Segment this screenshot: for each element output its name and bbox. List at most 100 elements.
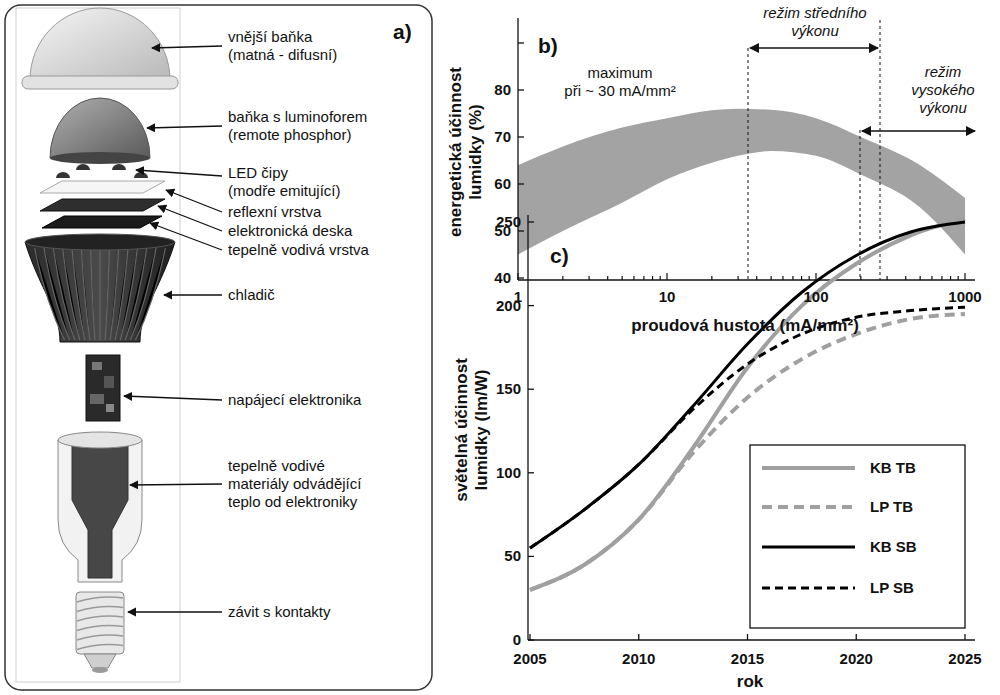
circuit-board xyxy=(40,199,165,211)
leader-arrows xyxy=(124,46,222,612)
annotation: režim vysokého výkonu xyxy=(911,63,974,117)
range-arrows xyxy=(750,47,878,49)
legend-label: KB SB xyxy=(870,538,917,556)
screw-base xyxy=(77,607,123,612)
tick xyxy=(666,273,667,280)
legend-sample xyxy=(762,587,855,590)
screw-base xyxy=(77,645,123,650)
reflective-layer xyxy=(40,181,165,193)
tick-label: 40 xyxy=(494,269,511,287)
heatsink xyxy=(105,248,109,340)
tick xyxy=(528,389,534,390)
part-label: chladič xyxy=(228,286,275,304)
illustration-frame xyxy=(16,8,180,682)
screw-base xyxy=(92,667,108,673)
part-label: vnější baňka (matná - difusní) xyxy=(228,28,337,64)
tick xyxy=(964,634,965,640)
led-chips xyxy=(134,172,148,178)
leader-arrows xyxy=(164,294,222,295)
part-label: závit s kontakty xyxy=(228,603,331,621)
chart-c-axes xyxy=(527,215,528,640)
tick-label: 70 xyxy=(494,128,511,146)
chart-b xyxy=(518,43,965,280)
tick-label: 2015 xyxy=(731,650,764,668)
part-label: elektronická deska xyxy=(228,222,352,240)
efficiency-curve xyxy=(530,307,965,548)
driver-electronics xyxy=(90,394,104,404)
tick xyxy=(964,273,965,280)
chart-b-axes xyxy=(518,18,975,280)
part-label: tepelně vodivá vrstva xyxy=(228,241,369,259)
screw-base xyxy=(77,597,123,602)
phosphor-bulb xyxy=(50,98,150,158)
axis-title: rok xyxy=(737,672,763,692)
chart-c-axes xyxy=(528,639,975,640)
heatsink xyxy=(44,248,70,340)
tick xyxy=(518,89,524,90)
panel-letter: c) xyxy=(550,243,569,268)
axis-title: světelná účinnost lumidky (lm/W) xyxy=(452,358,493,502)
efficiency-curve xyxy=(530,222,965,548)
leader-arrows xyxy=(130,484,222,485)
tick-label: 2025 xyxy=(948,650,981,668)
driver-electronics xyxy=(104,376,114,388)
heatsink xyxy=(35,248,65,340)
regime-dividers xyxy=(880,20,881,280)
heatsink xyxy=(25,234,175,342)
heatsink xyxy=(135,248,165,340)
panel-letter: b) xyxy=(538,33,558,58)
part-label: napájecí elektronika xyxy=(228,391,361,409)
heatsink xyxy=(115,248,128,340)
phosphor-bulb xyxy=(50,152,150,164)
leader-arrows xyxy=(128,611,222,612)
tick-label: 60 xyxy=(494,175,511,193)
tick xyxy=(518,183,524,184)
heatsink xyxy=(25,242,175,342)
tick-label: 0 xyxy=(513,631,521,649)
annotation: režim středního výkonu xyxy=(763,4,866,40)
tick xyxy=(518,136,524,137)
tick xyxy=(747,634,748,640)
outer-bulb xyxy=(30,8,170,80)
leader-arrows xyxy=(158,206,222,231)
led-chips xyxy=(56,172,70,178)
legend-sample xyxy=(762,505,855,509)
heatsink xyxy=(35,248,166,340)
tick-label: 50 xyxy=(504,547,521,565)
tick xyxy=(529,634,530,640)
heatsink xyxy=(99,248,100,340)
tick-label: 2010 xyxy=(622,650,655,668)
tick-label: 150 xyxy=(496,380,521,398)
tick-label: 200 xyxy=(496,297,521,315)
outer-bulb xyxy=(22,76,178,89)
screw-base xyxy=(77,616,123,621)
range-arrows xyxy=(750,48,975,131)
chart-c xyxy=(528,219,965,640)
tick-label: 2005 xyxy=(513,650,546,668)
screw-base xyxy=(77,635,123,640)
regime-dividers xyxy=(748,48,749,280)
tick-label: 80 xyxy=(494,81,511,99)
legend-label: LP TB xyxy=(870,498,913,516)
thermal-neck xyxy=(58,432,142,582)
tick xyxy=(518,230,524,231)
heatsink xyxy=(25,234,175,250)
screw-base xyxy=(77,626,123,631)
heatsink xyxy=(81,248,90,340)
thermal-layer xyxy=(42,216,162,228)
part-label: LED čipy (modře emitující) xyxy=(228,164,341,200)
leader-arrows xyxy=(124,396,222,400)
chart-b-axes xyxy=(518,279,975,280)
heatsink xyxy=(72,248,85,340)
part-label: tepelně vodivé materiály odvádějící tepl… xyxy=(228,457,361,511)
tick xyxy=(528,472,534,473)
tick-label: 1000 xyxy=(948,288,981,306)
phosphor-bulb xyxy=(50,98,150,164)
led-chips xyxy=(56,164,148,178)
driver-electronics xyxy=(86,355,120,421)
tick-label: 100 xyxy=(496,464,521,482)
driver-electronics xyxy=(106,404,114,412)
annotation: maximum při ~ 30 mA/mm² xyxy=(564,64,675,100)
part-label: reflexní vrstva xyxy=(228,203,321,221)
